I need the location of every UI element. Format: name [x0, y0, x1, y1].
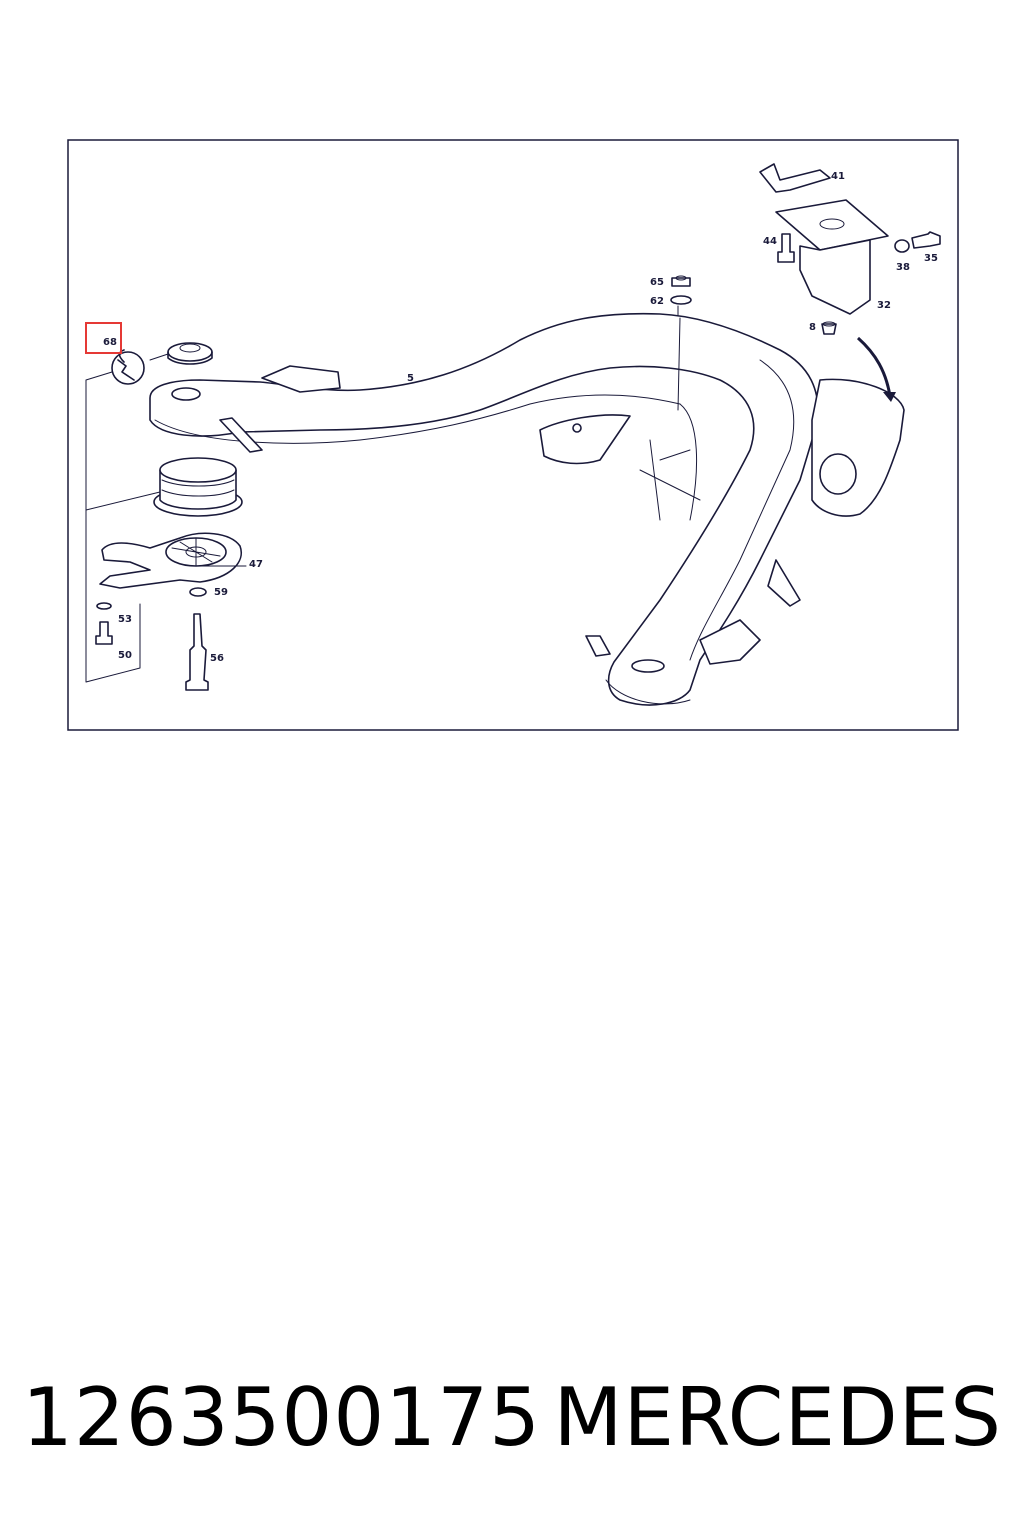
callout-62[interactable]: 62: [650, 296, 664, 307]
callout-41[interactable]: 41: [831, 171, 845, 182]
clip-53: [96, 602, 112, 610]
mounting-plate: [99, 532, 242, 589]
callout-8[interactable]: 8: [809, 322, 816, 333]
rear-axle-carrier: [149, 312, 905, 706]
callout-44[interactable]: 44: [763, 236, 777, 247]
washer-38: [894, 239, 910, 253]
callout-5[interactable]: 5: [407, 373, 414, 384]
leader-line: [149, 353, 169, 361]
callout-56[interactable]: 56: [210, 653, 224, 664]
callout-65[interactable]: 65: [650, 277, 664, 288]
assembly-arrow: [857, 336, 892, 397]
bolt-56: [185, 613, 209, 691]
callout-38[interactable]: 38: [896, 262, 910, 273]
callout-35[interactable]: 35: [924, 253, 938, 264]
brand-name: MERCEDES: [553, 1371, 1002, 1464]
bolt-35: [911, 231, 941, 249]
bolt-44: [777, 233, 795, 263]
rubber-mount-grommet: [167, 342, 213, 365]
rubber-bushing: [153, 457, 243, 517]
assembly-bracket-line: [85, 371, 141, 683]
diagram-border: [67, 139, 959, 731]
exploded-parts-diagram: 68 5 65 62 41 44 38 35 32 8 47 59 53 50 …: [67, 139, 959, 731]
washer-59: [189, 587, 207, 597]
nut-8: [821, 321, 837, 335]
bracket-41: [759, 163, 831, 193]
part-number: 1263500175: [22, 1371, 541, 1464]
bolt-50: [95, 621, 113, 645]
nut-65: [671, 275, 691, 287]
washer-62: [670, 295, 692, 305]
callout-47[interactable]: 47: [249, 559, 263, 570]
callout-68[interactable]: 68: [103, 337, 117, 348]
diagram-canvas: 68 5 65 62 41 44 38 35 32 8 47 59 53 50 …: [67, 139, 959, 731]
callout-59[interactable]: 59: [214, 587, 228, 598]
callout-53[interactable]: 53: [118, 614, 132, 625]
callout-32[interactable]: 32: [877, 300, 891, 311]
footer-caption: 1263500175 MERCEDES: [0, 1368, 1024, 1468]
callout-50[interactable]: 50: [118, 650, 132, 661]
wrench-tool-icon: [111, 349, 145, 385]
bracket-line-lower: [85, 491, 161, 511]
rubber-mount-32: [775, 199, 889, 315]
arrow-head-icon: [883, 392, 896, 402]
highlight-box: [85, 322, 122, 354]
